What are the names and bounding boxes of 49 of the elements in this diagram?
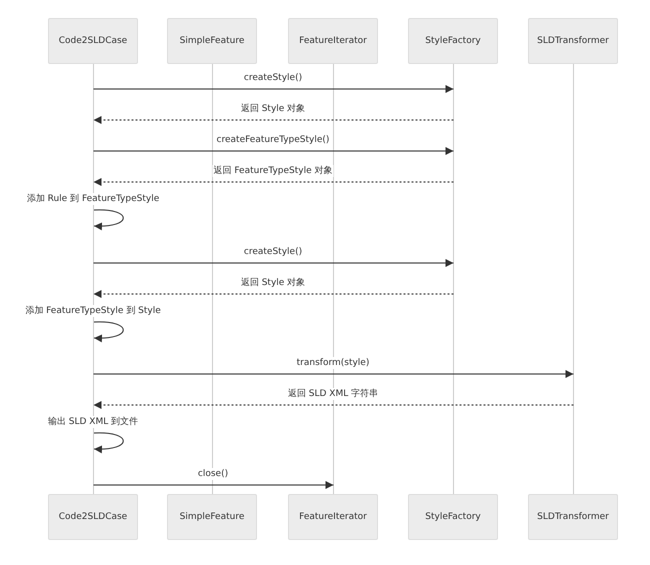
participant-box bbox=[288, 494, 378, 540]
participant-box bbox=[288, 18, 378, 64]
participant-box bbox=[167, 494, 257, 540]
lifeline bbox=[573, 64, 574, 494]
message-arrow bbox=[93, 85, 454, 93]
edge-label: 返回 FeatureTypeStyle 对象 bbox=[212, 165, 334, 177]
participant-name: FeatureIterator bbox=[299, 36, 367, 46]
message-arrow bbox=[93, 401, 574, 409]
participant-box bbox=[48, 494, 138, 540]
message-arrow bbox=[93, 116, 454, 124]
participant-name: Code2SLDCase bbox=[58, 512, 128, 522]
edge-label: 返回 Style 对象 bbox=[240, 277, 306, 289]
edge-label: createStyle() bbox=[242, 72, 304, 84]
self-message-arrow bbox=[94, 432, 124, 454]
participant-name: StyleFactory bbox=[425, 512, 481, 522]
participant-box bbox=[528, 18, 618, 64]
lifeline bbox=[333, 64, 334, 494]
participant-name: StyleFactory bbox=[425, 36, 481, 46]
lifeline bbox=[453, 64, 454, 494]
self-message-arrow bbox=[94, 321, 124, 342]
message-arrow bbox=[93, 290, 454, 298]
edge-label: createFeatureTypeStyle() bbox=[216, 134, 330, 146]
participant-box bbox=[167, 18, 257, 64]
participant-name: SimpleFeature bbox=[180, 36, 244, 46]
edge-label: 返回 SLD XML 字符串 bbox=[286, 388, 380, 400]
lifeline bbox=[93, 64, 94, 494]
participant-box bbox=[48, 18, 138, 64]
participant-name: Code2SLDCase bbox=[58, 36, 128, 46]
message-arrow bbox=[93, 178, 454, 186]
edge-label: transform(style) bbox=[296, 357, 370, 369]
edge-label: 添加 Rule 到 FeatureTypeStyle bbox=[26, 193, 160, 205]
participant-name: FeatureIterator bbox=[299, 512, 367, 522]
message-arrow bbox=[93, 259, 454, 267]
participant-name: SLDTransformer bbox=[537, 512, 609, 522]
edge-label: createStyle() bbox=[242, 246, 304, 258]
edge-label: 输出 SLD XML 到文件 bbox=[46, 416, 140, 428]
participant-name: SLDTransformer bbox=[537, 36, 609, 46]
participant-box bbox=[528, 494, 618, 540]
self-message-arrow bbox=[94, 209, 124, 230]
participant-name: SimpleFeature bbox=[180, 512, 244, 522]
message-arrow bbox=[93, 147, 454, 155]
edge-label: 添加 FeatureTypeStyle 到 Style bbox=[24, 305, 162, 317]
participant-box bbox=[408, 18, 498, 64]
edge-label: close() bbox=[196, 468, 230, 480]
lifeline bbox=[212, 64, 213, 494]
message-arrow bbox=[93, 370, 574, 378]
participant-box bbox=[408, 494, 498, 540]
message-arrow bbox=[93, 481, 334, 489]
edge-label: 返回 Style 对象 bbox=[240, 103, 306, 115]
